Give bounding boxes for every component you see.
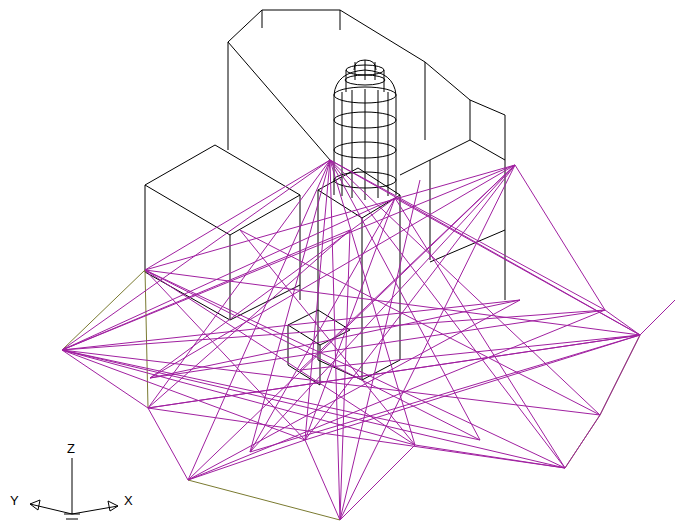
axis-label: Z [67, 442, 75, 455]
triangulation-mesh [62, 160, 675, 520]
ground-edge [62, 270, 640, 520]
axis-label: Y [10, 494, 19, 507]
ucs-icon [30, 458, 118, 519]
building-lines [145, 10, 505, 385]
axis-label: X [124, 494, 133, 507]
